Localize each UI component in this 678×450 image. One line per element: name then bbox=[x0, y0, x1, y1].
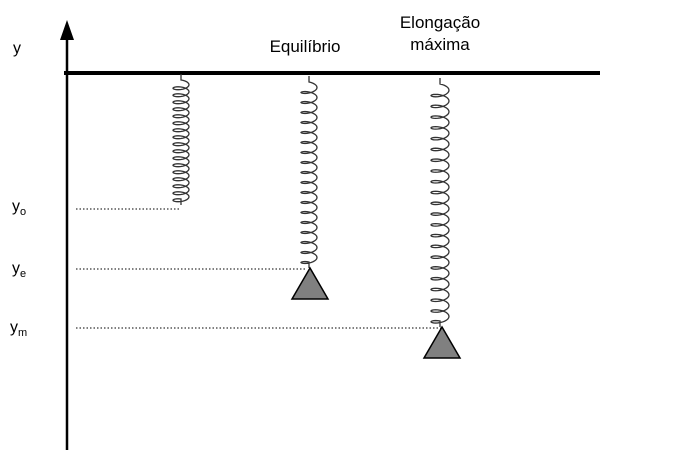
equilibrium-label: Equilíbrio bbox=[269, 37, 341, 56]
mass-equilibrium-icon bbox=[290, 266, 330, 300]
level-label-ye: ye bbox=[12, 260, 27, 281]
spring2-coil bbox=[300, 76, 318, 268]
spring3-coil bbox=[430, 78, 450, 327]
spring-max-elongation bbox=[430, 78, 450, 327]
y-axis-arrow-icon bbox=[60, 20, 74, 40]
spring1-coil bbox=[172, 74, 190, 205]
level-label-yo: yo bbox=[12, 198, 27, 219]
max-elongation-line2: máxima bbox=[410, 35, 470, 54]
max-elongation-line1: Elongação bbox=[399, 13, 481, 32]
level-label-ym: ym bbox=[10, 319, 28, 340]
mass-max-elongation-icon bbox=[422, 325, 462, 359]
spring-natural bbox=[172, 74, 190, 205]
spring-equilibrium bbox=[300, 76, 318, 268]
y-axis-label: y bbox=[13, 40, 21, 57]
max-elongation-label: Elongação máxima bbox=[385, 12, 495, 56]
